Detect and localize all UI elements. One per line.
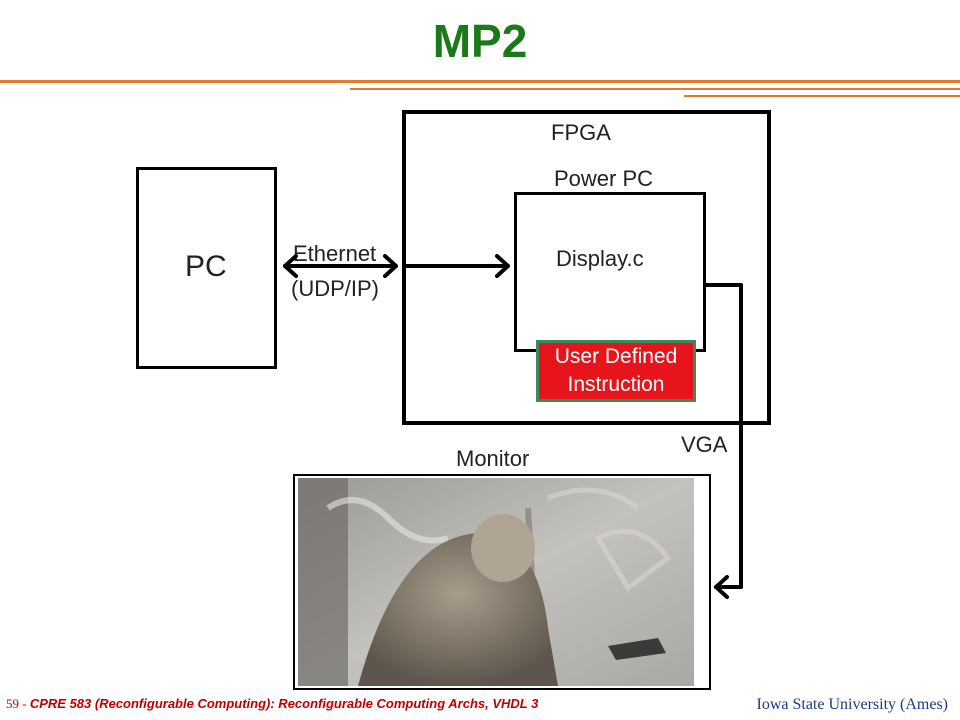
page-number: 59 - (6, 696, 30, 711)
pc-label: PC (185, 250, 227, 283)
fpga-label: FPGA (551, 120, 611, 145)
ethernet-label-line-1: Ethernet (293, 241, 377, 266)
footer-course-line: 59 - CPRE 583 (Reconfigurable Computing)… (6, 696, 538, 712)
footer: 59 - CPRE 583 (Reconfigurable Computing)… (0, 692, 960, 720)
powerpc-label: Power PC (554, 166, 654, 191)
display-c-label: Display.c (556, 246, 644, 271)
title-rule-main (0, 80, 960, 83)
monitor-video-frame (298, 478, 694, 686)
slide-title: MP2 (432, 15, 528, 67)
user-defined-instruction-block: User Defined Instruction (536, 340, 696, 402)
powerpc-box (514, 192, 706, 352)
ethernet-label-line-2: (UDP/IP) (291, 276, 379, 301)
arrowhead-to-pc (283, 254, 298, 278)
title-rule-accent-2 (684, 95, 960, 97)
vga-link (704, 283, 743, 589)
title-rule-accent-1 (350, 88, 960, 90)
arrowhead-to-fpga (383, 254, 398, 278)
monitor-screen-image (298, 478, 694, 686)
udi-line-2: Instruction (567, 373, 665, 396)
udi-line-1: User Defined (554, 345, 678, 368)
course-title: CPRE 583 (Reconfigurable Computing): Rec… (29, 696, 539, 711)
arrowhead-to-powerpc (495, 254, 510, 278)
monitor-label: Monitor (456, 446, 530, 471)
pc-box (136, 167, 277, 369)
vga-label: VGA (681, 432, 728, 457)
university-name: Iowa State University (Ames) (756, 696, 948, 713)
arrowhead-to-monitor (714, 575, 729, 599)
